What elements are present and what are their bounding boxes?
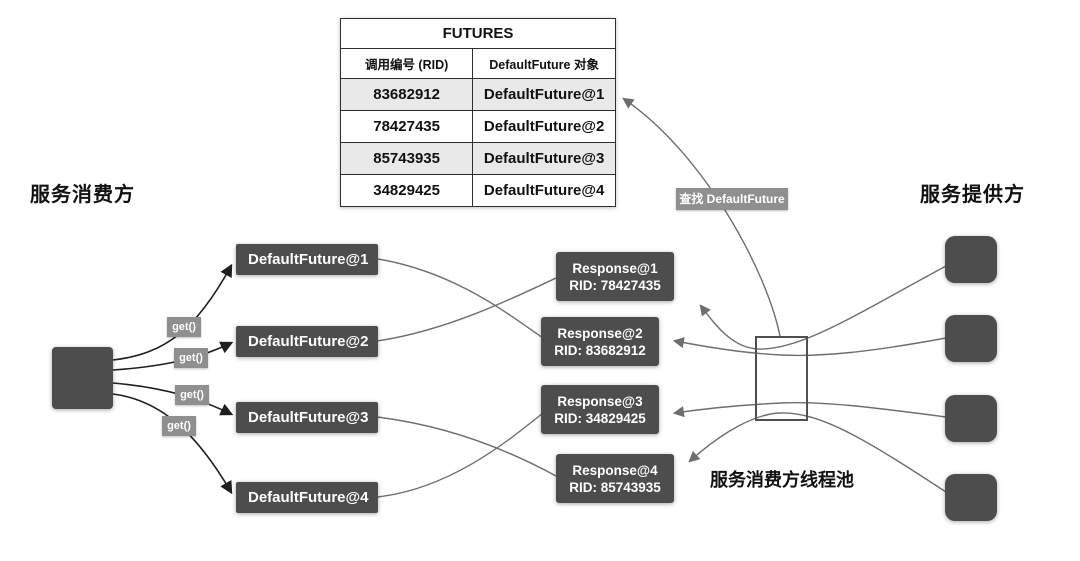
futures-table: FUTURES 调用编号 (RID) DefaultFuture 对象 8368… bbox=[339, 18, 616, 207]
provider-node-1 bbox=[945, 236, 997, 283]
consumer-section-label: 服务消费方 bbox=[30, 184, 135, 206]
provider-node-2 bbox=[945, 315, 997, 362]
column-header-future: DefaultFuture 对象 bbox=[472, 48, 616, 79]
response-box-4: Response@4 RID: 85743935 bbox=[556, 454, 674, 503]
consumer-thread-pool bbox=[755, 336, 808, 421]
provider-node-4 bbox=[945, 474, 997, 521]
provider-pool-response-links bbox=[672, 265, 947, 493]
consumer-node bbox=[52, 347, 113, 409]
consumer-call-arrows bbox=[112, 263, 234, 495]
response-rid: RID: 34829425 bbox=[554, 410, 646, 426]
response-rid: RID: 78427435 bbox=[569, 277, 661, 293]
cell-future: DefaultFuture@2 bbox=[472, 110, 616, 143]
get-call-label: get() bbox=[174, 348, 208, 368]
cell-rid: 83682912 bbox=[339, 78, 474, 111]
cell-rid: 85743935 bbox=[339, 142, 474, 175]
response-rid: RID: 83682912 bbox=[554, 342, 646, 358]
future-response-links bbox=[376, 258, 557, 498]
default-future-box-2: DefaultFuture@2 bbox=[236, 326, 378, 357]
response-box-3: Response@3 RID: 34829425 bbox=[541, 385, 659, 434]
response-box-1: Response@1 RID: 78427435 bbox=[556, 252, 674, 301]
table-row: 83682912 DefaultFuture@1 bbox=[339, 78, 616, 111]
lookup-arrow bbox=[622, 97, 781, 337]
provider-node-3 bbox=[945, 395, 997, 442]
response-name: Response@4 bbox=[572, 462, 658, 478]
default-future-box-4: DefaultFuture@4 bbox=[236, 482, 378, 513]
cell-rid: 34829425 bbox=[339, 174, 474, 207]
cell-future: DefaultFuture@4 bbox=[472, 174, 616, 207]
futures-table-header-row: 调用编号 (RID) DefaultFuture 对象 bbox=[339, 48, 616, 79]
thread-pool-label: 服务消费方线程池 bbox=[710, 470, 854, 490]
provider-section-label: 服务提供方 bbox=[920, 184, 1025, 206]
table-row: 34829425 DefaultFuture@4 bbox=[339, 174, 616, 207]
cell-future: DefaultFuture@3 bbox=[472, 142, 616, 175]
futures-table-title-row: FUTURES bbox=[340, 18, 616, 49]
column-header-rid: 调用编号 (RID) bbox=[339, 48, 474, 79]
response-rid: RID: 85743935 bbox=[569, 479, 661, 495]
cell-future: DefaultFuture@1 bbox=[472, 78, 616, 111]
response-name: Response@2 bbox=[557, 325, 643, 341]
default-future-box-3: DefaultFuture@3 bbox=[236, 402, 378, 433]
get-call-label: get() bbox=[167, 317, 201, 337]
get-call-label: get() bbox=[162, 416, 196, 436]
get-call-label: get() bbox=[175, 385, 209, 405]
lookup-defaultfuture-label: 查找 DefaultFuture bbox=[676, 188, 788, 210]
response-name: Response@3 bbox=[557, 393, 643, 409]
futures-table-title: FUTURES bbox=[340, 18, 616, 49]
table-row: 78427435 DefaultFuture@2 bbox=[339, 110, 616, 143]
table-row: 85743935 DefaultFuture@3 bbox=[339, 142, 616, 175]
response-name: Response@1 bbox=[572, 260, 658, 276]
cell-rid: 78427435 bbox=[339, 110, 474, 143]
response-box-2: Response@2 RID: 83682912 bbox=[541, 317, 659, 366]
default-future-box-1: DefaultFuture@1 bbox=[236, 244, 378, 275]
